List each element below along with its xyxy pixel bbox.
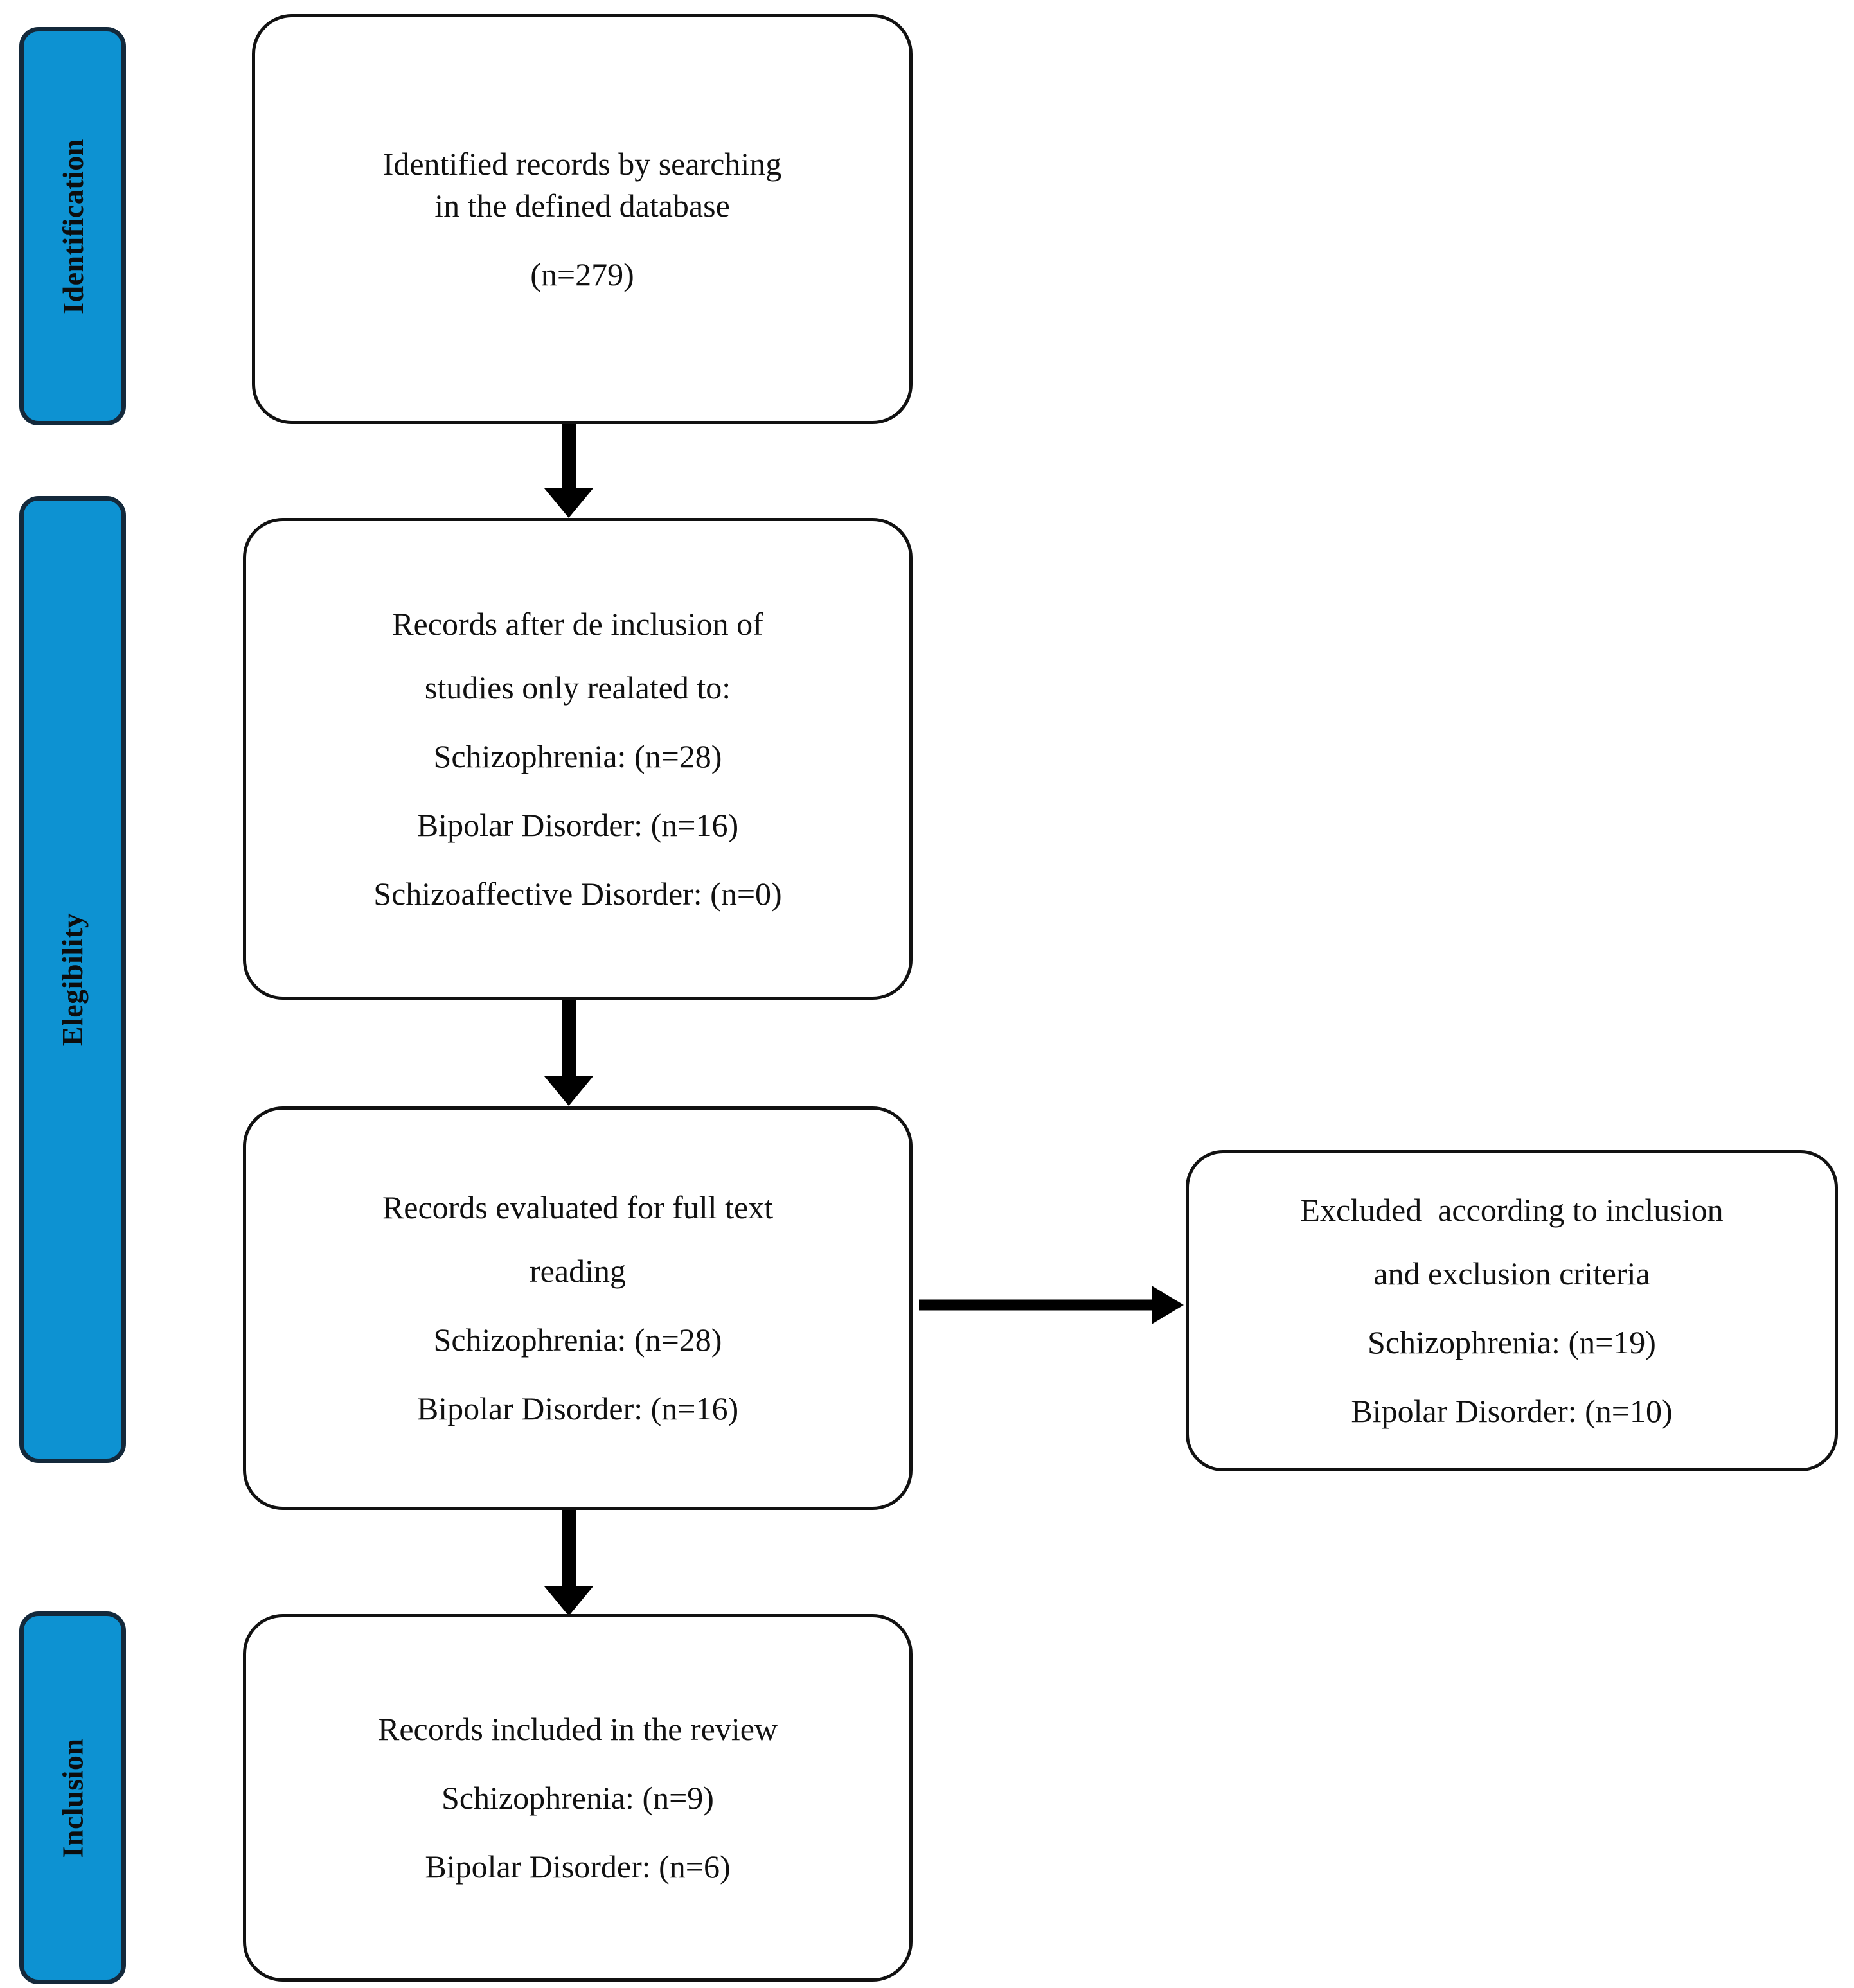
box-records-full-text-line-2: reading [530,1253,626,1289]
arrow-head [544,1586,593,1616]
box-records-after-inclusion-line-1: Records after de inclusion of [392,605,763,642]
arrow-fulltext-to-included [543,1510,594,1616]
box-records-after-inclusion-line-2: studies only realated to: [424,669,731,706]
box-identified-records-line-3: (n=279) [530,256,634,292]
box-identified-records: Identified records by searching in the d… [252,14,913,424]
arrow-shaft [919,1299,1158,1311]
box-records-full-text-line-3: Schizophrenia: (n=28) [433,1322,722,1358]
box-records-after-inclusion: Records after de inclusion of studies on… [243,518,913,1000]
box-records-after-inclusion-line-5: Schizoaffective Disorder: (n=0) [373,875,782,912]
stage-label-inclusion-text: Inclusion [56,1737,89,1858]
arrow-shaft [562,1510,576,1586]
box-records-full-text-line-1: Records evaluated for full text [382,1189,774,1225]
box-records-full-text-line-4: Bipolar Disorder: (n=16) [416,1390,739,1426]
box-records-after-inclusion-line-3: Schizophrenia: (n=28) [433,738,722,774]
box-records-full-text: Records evaluated for full text reading … [243,1106,913,1510]
stage-label-elegibility-text: Elegibility [56,912,89,1047]
box-records-included-line-1: Records included in the review [377,1710,778,1747]
arrow-fulltext-to-excluded [919,1285,1184,1325]
box-records-included-line-3: Bipolar Disorder: (n=6) [425,1848,731,1885]
box-records-included: Records included in the review Schizophr… [243,1614,913,1982]
box-excluded-records-line-2: and exclusion criteria [1373,1256,1650,1291]
box-excluded-records-line-3: Schizophrenia: (n=19) [1368,1324,1656,1360]
box-records-after-inclusion-line-4: Bipolar Disorder: (n=16) [416,806,739,843]
arrow-head [544,488,593,518]
arrow-shaft [562,1000,576,1076]
arrow-head [544,1076,593,1106]
arrow-identified-to-afterinclusion [543,424,594,518]
stage-label-elegibility: Elegibility [19,496,126,1463]
stage-label-inclusion: Inclusion [19,1611,126,1984]
box-identified-records-line-2: in the defined database [434,187,730,224]
box-excluded-records-line-1: Excluded according to inclusion [1300,1192,1724,1228]
arrow-head [1152,1286,1184,1324]
box-records-included-line-2: Schizophrenia: (n=9) [441,1779,714,1816]
stage-label-identification: Identification [19,27,126,425]
box-excluded-records-line-4: Bipolar Disorder: (n=10) [1351,1393,1673,1429]
box-identified-records-line-1: Identified records by searching [382,145,782,182]
arrow-afterinclusion-to-fulltext [543,1000,594,1106]
box-excluded-records: Excluded according to inclusion and excl… [1186,1150,1838,1471]
arrow-shaft [562,424,576,488]
stage-label-identification-text: Identification [56,138,89,314]
